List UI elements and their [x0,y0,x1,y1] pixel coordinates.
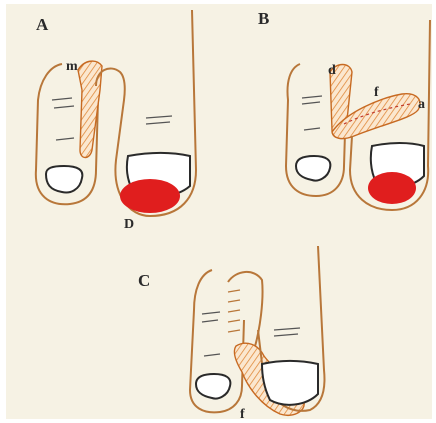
panel-a-letter: A [36,15,49,34]
panel-c-letter: C [138,271,150,290]
panel-c-recipient-nail [262,361,318,405]
panel-b-defect [368,172,416,204]
panel-c-donor-nail [196,374,230,399]
panel-b-label-d: d [328,63,336,78]
panel-b-donor-nail [296,156,330,181]
panel-b-label-a: a [418,97,425,112]
panel-b-letter: B [258,9,269,28]
panel-c-label-f: f [240,407,245,422]
panel-a-label-d: D [124,217,134,232]
panel-a-adjacent-nail [46,166,82,192]
panel-a-defect-d [120,179,180,213]
panel-b-label-f: f [374,85,379,100]
panel-a-label-m: m [66,59,78,74]
